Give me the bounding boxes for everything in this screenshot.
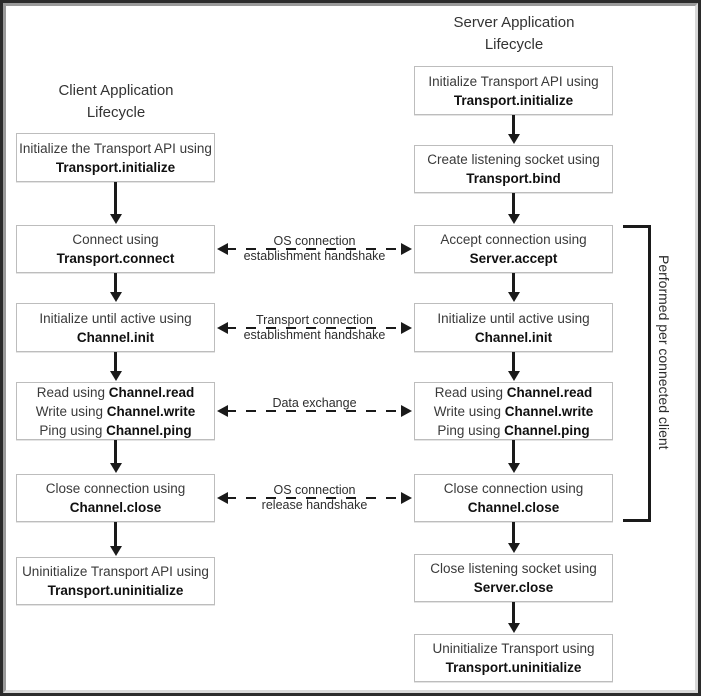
server-step-accept-api: Server.accept [469, 251, 558, 266]
client-step-channel-init[interactable]: Initialize until active using Channel.in… [16, 303, 215, 352]
client-step-io[interactable]: Read using Channel.read Write using Chan… [16, 382, 215, 440]
client-flow-arrow-3 [114, 352, 117, 372]
exchange-arrow-os-release [217, 492, 412, 504]
arrowhead-right-icon [401, 492, 412, 504]
client-step-io-read: Read using Channel.read [36, 384, 195, 400]
server-step-io-write: Write using Channel.write [433, 403, 594, 419]
client-step-connect[interactable]: Connect using Transport.connect [16, 225, 215, 273]
client-step-uninitialize[interactable]: Uninitialize Transport API using Transpo… [16, 557, 215, 605]
server-step-bind[interactable]: Create listening socket using Transport.… [414, 145, 613, 193]
client-step-close-line1: Close connection using [45, 481, 186, 496]
client-step-connect-api: Transport.connect [56, 251, 175, 266]
client-flow-arrow-4 [114, 440, 117, 464]
client-step-initialize-line1: Initialize the Transport API using [19, 140, 212, 156]
server-flow-arrow-1 [512, 115, 515, 135]
client-step-close-api: Channel.close [69, 500, 162, 515]
server-flow-arrow-6 [512, 522, 515, 544]
server-step-accept-line1: Accept connection using [440, 232, 587, 247]
server-flow-arrow-3 [512, 273, 515, 293]
exchange-label-data: Data exchange [272, 396, 357, 410]
server-step-io[interactable]: Read using Channel.read Write using Chan… [414, 382, 613, 440]
server-step-close-channel[interactable]: Close connection using Channel.close [414, 474, 613, 522]
server-step-uninitialize-line1: Uninitialize Transport using [432, 641, 595, 656]
client-step-channel-init-line1: Initialize until active using [39, 310, 192, 326]
client-step-io-ping: Ping using Channel.ping [39, 422, 192, 438]
client-step-connect-line1: Connect using [72, 232, 159, 247]
server-step-initialize-line1: Initialize Transport API using [428, 73, 599, 89]
client-step-uninitialize-api: Transport.uninitialize [47, 583, 184, 598]
client-step-uninitialize-line1: Uninitialize Transport API using [22, 564, 209, 579]
server-step-io-ping: Ping using Channel.ping [437, 422, 590, 438]
client-step-channel-init-api: Channel.init [76, 329, 155, 345]
arrowhead-left-icon [217, 243, 228, 255]
server-column-title: Server Application Lifecycle [453, 14, 575, 53]
server-step-accept[interactable]: Accept connection using Server.accept [414, 225, 613, 273]
server-step-initialize[interactable]: Initialize Transport API using Transport… [414, 66, 613, 115]
arrowhead-right-icon [401, 405, 412, 417]
client-flow-arrow-2 [114, 273, 117, 293]
arrowhead-right-icon [401, 322, 412, 334]
client-step-io-write: Write using Channel.write [35, 403, 196, 419]
server-step-io-read: Read using Channel.read [434, 384, 593, 400]
server-step-close-listening-line1: Close listening socket using [430, 561, 597, 576]
exchange-arrow-data [217, 405, 412, 417]
client-step-initialize[interactable]: Initialize the Transport API using Trans… [16, 133, 215, 182]
per-client-bracket [623, 225, 651, 522]
server-step-bind-line1: Create listening socket using [427, 152, 600, 167]
client-flow-arrow-5 [114, 522, 117, 547]
server-flow-arrow-7 [512, 602, 515, 624]
client-flow-arrow-1 [114, 182, 117, 215]
server-flow-arrow-5 [512, 440, 515, 464]
server-step-close-channel-line1: Close connection using [443, 481, 584, 496]
server-step-close-listening-api: Server.close [473, 580, 554, 595]
client-step-initialize-api: Transport.initialize [55, 159, 176, 175]
server-step-uninitialize-api: Transport.uninitialize [445, 660, 582, 675]
arrowhead-left-icon [217, 322, 228, 334]
server-step-bind-api: Transport.bind [466, 171, 561, 186]
server-flow-arrow-2 [512, 193, 515, 215]
server-step-channel-init-line1: Initialize until active using [437, 310, 590, 326]
per-client-bracket-label: Performed per connected client [656, 255, 672, 450]
arrowhead-left-icon [217, 405, 228, 417]
server-step-channel-init[interactable]: Initialize until active using Channel.in… [414, 303, 613, 352]
server-step-channel-init-api: Channel.init [474, 329, 553, 345]
exchange-arrow-os-establish [217, 243, 412, 255]
server-step-uninitialize[interactable]: Uninitialize Transport using Transport.u… [414, 634, 613, 682]
exchange-arrow-transport-establish [217, 322, 412, 334]
server-flow-arrow-4 [512, 352, 515, 372]
server-step-close-channel-api: Channel.close [467, 500, 560, 515]
client-column-title: Client Application Lifecycle [58, 82, 174, 121]
client-step-close[interactable]: Close connection using Channel.close [16, 474, 215, 522]
arrowhead-left-icon [217, 492, 228, 504]
server-step-close-listening[interactable]: Close listening socket using Server.clos… [414, 554, 613, 602]
arrowhead-right-icon [401, 243, 412, 255]
server-step-initialize-api: Transport.initialize [453, 92, 574, 108]
